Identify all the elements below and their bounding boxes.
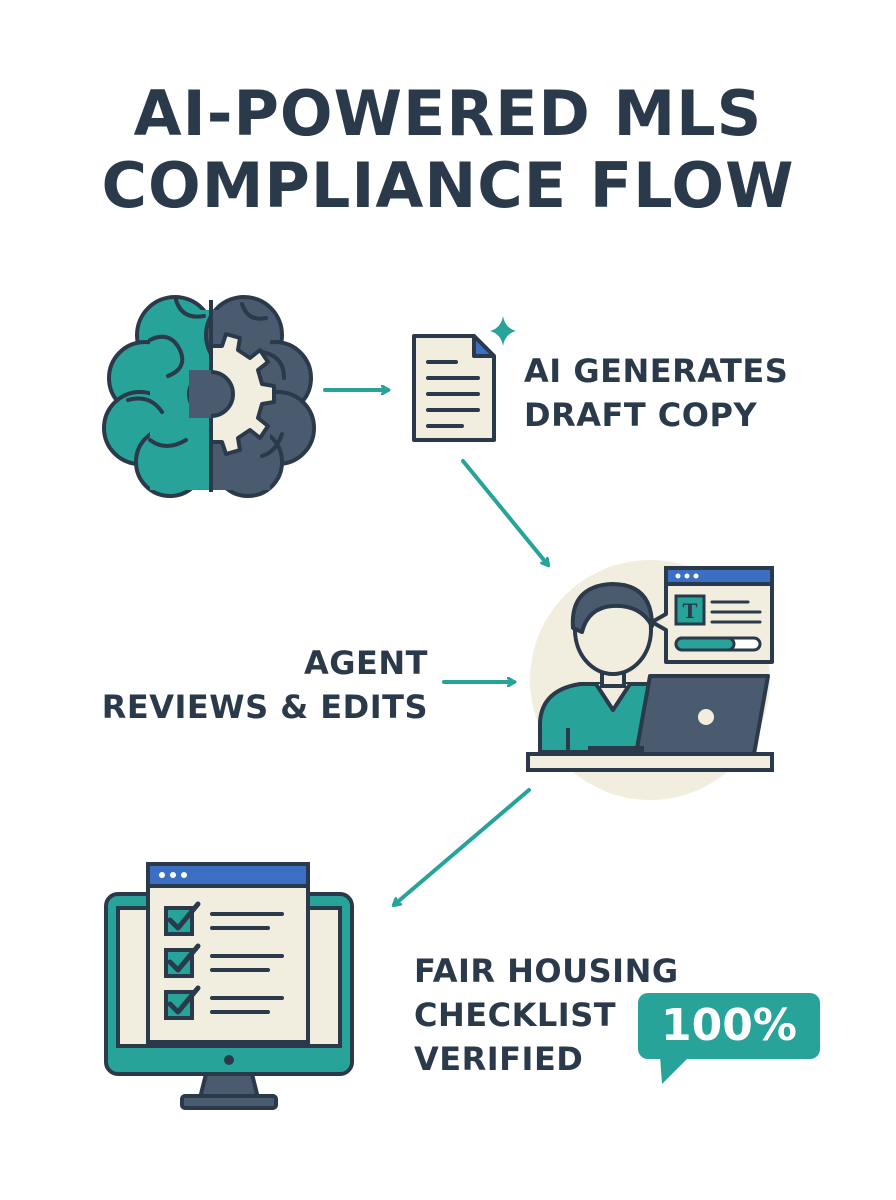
- title-line-2: COMPLIANCE FLOW: [101, 149, 795, 222]
- editor-letter: T: [683, 599, 698, 623]
- step-3-line-2: CHECKLIST: [414, 996, 617, 1034]
- page-title: AI-POWERED MLS COMPLIANCE FLOW: [0, 78, 896, 222]
- title-line-1: AI-POWERED MLS: [133, 77, 763, 150]
- step-3-label: FAIR HOUSING CHECKLIST VERIFIED: [414, 949, 679, 1081]
- step-3-line-1: FAIR HOUSING: [414, 952, 679, 990]
- step-1-line-1: AI GENERATES: [524, 352, 789, 390]
- step-1-line-2: DRAFT COPY: [524, 396, 758, 434]
- document-sparkle-icon: [412, 316, 516, 442]
- step-2-label: AGENT REVIEWS & EDITS: [60, 641, 428, 729]
- step-2-line-2: REVIEWS & EDITS: [101, 688, 428, 726]
- agent-laptop-icon: [526, 560, 774, 800]
- step-1-label: AI GENERATES DRAFT COPY: [524, 349, 788, 437]
- completion-badge: 100%: [638, 993, 820, 1059]
- brain-gear-icon: [102, 295, 316, 498]
- step-3-line-3: VERIFIED: [414, 1040, 584, 1078]
- monitor-checklist-icon: [104, 862, 354, 1110]
- text-editor-bubble-icon: T: [650, 566, 774, 664]
- badge-tail: [660, 1056, 690, 1084]
- step-2-line-1: AGENT: [304, 644, 428, 682]
- flow-arrow-2: [461, 459, 548, 565]
- flow-arrow-4: [394, 788, 531, 905]
